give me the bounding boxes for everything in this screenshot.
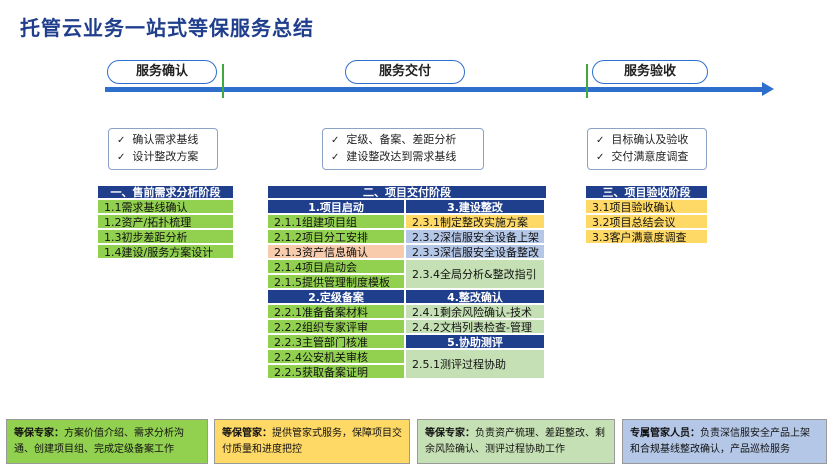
check-item: 设计整改方案	[117, 149, 209, 166]
phase-item: 3.2项目总结会议	[585, 214, 708, 229]
role-text: 负责资产梳理、差距整改、剩余风险确认、测评过程协助工作	[425, 428, 605, 455]
phase-item: 2.2.1准备备案材料	[267, 304, 405, 319]
phase-item: 2.2.5获取备案证明	[267, 364, 405, 379]
check-item: 建设整改达到需求基线	[331, 149, 475, 166]
phase-item: 3.3客户满意度调查	[585, 229, 708, 244]
phase-header: 三、项目验收阶段	[585, 185, 708, 199]
checklist-acceptance: 目标确认及验收 交付满意度调查	[587, 128, 707, 170]
phase-header: 二、项目交付阶段	[267, 185, 547, 199]
role-label: 专属管家人员：	[630, 428, 700, 439]
phase-item: 3.1项目验收确认	[585, 199, 708, 214]
role-box-dedicated-steward: 专属管家人员：负责深信服安全产品上架和合规基线整改确认，产品巡检服务	[622, 419, 827, 464]
phase-item: 2.2.4公安机关审核	[267, 349, 405, 364]
phase-item: 2.1.3资产信息确认	[267, 244, 405, 259]
role-box-expert-delivery: 等保专家：负责资产梳理、差距整改、剩余风险确认、测评过程协助工作	[417, 419, 615, 464]
phase-item: 2.3.4全局分析&整改指引	[405, 259, 545, 289]
phase-item: 2.3.3深信服安全设备整改	[405, 244, 545, 259]
phase-item: 2.2.2组织专家评审	[267, 319, 405, 334]
phase-header: 一、售前需求分析阶段	[97, 185, 234, 199]
phase-delivery: 二、项目交付阶段 1.项目启动 2.1.1组建项目组 2.1.2项目分工安排 2…	[267, 185, 547, 379]
stage-confirm: 服务确认	[107, 60, 217, 84]
checklist-confirm: 确认需求基线 设计整改方案	[108, 128, 218, 170]
timeline-arrow-icon	[762, 82, 774, 96]
check-item: 目标确认及验收	[596, 132, 698, 149]
timeline-line	[105, 87, 765, 92]
check-item: 定级、备案、差距分析	[331, 132, 475, 149]
phase-item: 2.2.3主管部门核准	[267, 334, 405, 349]
phase-acceptance: 三、项目验收阶段 3.1项目验收确认 3.2项目总结会议 3.3客户满意度调查	[585, 185, 708, 244]
role-label: 等保专家：	[14, 428, 64, 439]
phase-presales: 一、售前需求分析阶段 1.1需求基线确认 1.2资产/拓扑梳理 1.3初步差距分…	[97, 185, 234, 259]
subphase-header: 3.建设整改	[405, 199, 545, 214]
phase-item: 2.4.1剩余风险确认-技术	[405, 304, 545, 319]
role-box-expert-presales: 等保专家：方案价值介绍、需求分析沟通、创建项目组、完成定级备案工作	[6, 419, 208, 464]
phase-item: 2.1.1组建项目组	[267, 214, 405, 229]
phase-item: 1.3初步差距分析	[97, 229, 234, 244]
check-item: 确认需求基线	[117, 132, 209, 149]
phase-item: 2.1.4项目启动会	[267, 259, 405, 274]
role-label: 等保管家：	[222, 428, 272, 439]
checklist-delivery: 定级、备案、差距分析 建设整改达到需求基线	[322, 128, 484, 170]
page-title: 托管云业务一站式等保服务总结	[20, 16, 314, 40]
role-text: 方案价值介绍、需求分析沟通、创建项目组、完成定级备案工作	[14, 428, 184, 455]
role-label: 等保专家：	[425, 428, 475, 439]
subphase-header: 1.项目启动	[267, 199, 405, 214]
role-box-steward: 等保管家：提供管家式服务，保障项目交付质量和进度把控	[214, 419, 410, 464]
phase-item: 2.1.2项目分工安排	[267, 229, 405, 244]
role-text: 负责深信服安全产品上架和合规基线整改确认，产品巡检服务	[630, 428, 810, 455]
phase-item: 1.1需求基线确认	[97, 199, 234, 214]
phase-item: 1.4建设/服务方案设计	[97, 244, 234, 259]
phase-item: 2.1.5提供管理制度模板	[267, 274, 405, 289]
phase-item: 2.4.2文档列表检查-管理	[405, 319, 545, 334]
phase-item: 2.3.1制定整改实施方案	[405, 214, 545, 229]
phase-item: 1.2资产/拓扑梳理	[97, 214, 234, 229]
subphase-header: 2.定级备案	[267, 289, 405, 304]
subphase-header: 5.协助测评	[405, 334, 545, 349]
check-item: 交付满意度调查	[596, 149, 698, 166]
phase-item: 2.5.1测评过程协助	[405, 349, 545, 379]
role-text: 提供管家式服务，保障项目交付质量和进度把控	[222, 428, 402, 455]
phase-item: 2.3.2深信服安全设备上架	[405, 229, 545, 244]
stage-acceptance: 服务验收	[592, 60, 708, 84]
timeline-divider-1	[222, 64, 224, 98]
timeline-divider-2	[586, 64, 588, 98]
subphase-header: 4.整改确认	[405, 289, 545, 304]
stage-delivery: 服务交付	[345, 60, 465, 84]
